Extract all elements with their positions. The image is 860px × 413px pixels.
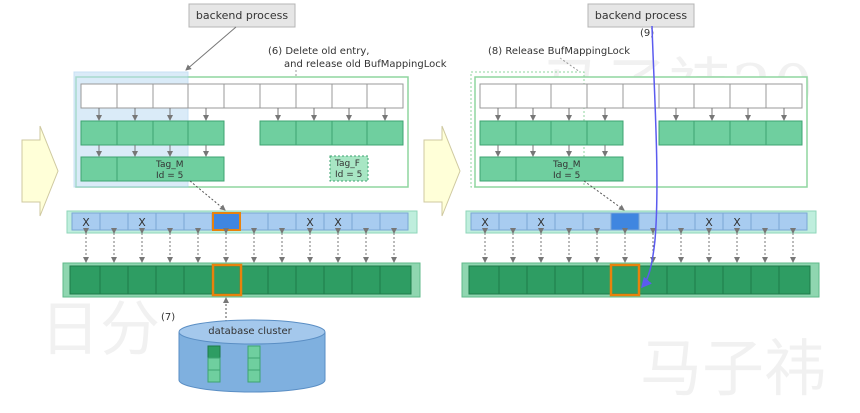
access-arrow-purple [641, 25, 658, 289]
selected-buffer-slot-left [211, 263, 243, 297]
hash-entries-row1-left [80, 120, 404, 146]
entry-arrows-left [96, 145, 209, 157]
backend-process-box-right [587, 3, 695, 28]
bucket-arrows-right [495, 108, 787, 121]
annotation-7: (7) [161, 312, 175, 323]
left-panel: backend process (6) Delete old entry, an… [21, 3, 447, 393]
descriptor-pool-links-left [83, 228, 397, 263]
tag-m-id-right: Id = 5 [553, 171, 580, 181]
backend-arrow-left [185, 26, 237, 71]
x-mark-left-1: X [82, 216, 90, 229]
yellow-arrow-right [423, 125, 461, 217]
x-mark-right-3: X [705, 216, 713, 229]
x-mark-right-4: X [733, 216, 741, 229]
hash-entries-row1-right [479, 120, 803, 146]
tag-f-id: Id = 5 [335, 170, 362, 180]
hash-buckets-right [479, 83, 803, 109]
selected-descriptor-right [610, 212, 640, 231]
deleted-entry-tag-f [329, 155, 369, 182]
entry-arrows-right [495, 145, 608, 157]
right-panel: backend process (9) (8) Release BufMappi… [423, 3, 820, 298]
x-mark-left-2: X [138, 216, 146, 229]
tag-m-id-left: Id = 5 [156, 171, 183, 181]
partition-outline-right [470, 71, 585, 188]
tag-m-label-right: Tag_M [552, 160, 581, 170]
x-mark-right-1: X [481, 216, 489, 229]
svg-text:马子祎: 马子祎 [640, 332, 826, 405]
x-mark-left-3: X [306, 216, 314, 229]
annotation-6-line1: (6) Delete old entry, [268, 46, 369, 57]
selected-descriptor-left [212, 212, 241, 231]
backend-process-box-left [188, 3, 296, 28]
database-cluster-label: database cluster [208, 326, 292, 337]
tag-m-label-left: Tag_M [155, 160, 184, 170]
entry-to-descriptor-right [583, 180, 625, 211]
backend-process-label-right: backend process [595, 9, 688, 22]
backend-process-label-left: backend process [196, 9, 289, 22]
svg-text:日分: 日分 [40, 295, 160, 365]
annotation-8: (8) Release BufMappingLock [488, 46, 630, 57]
x-mark-right-2: X [537, 216, 545, 229]
x-mark-left-4: X [334, 216, 342, 229]
hash-buckets-left [80, 83, 404, 109]
entry-to-descriptor-left [189, 180, 226, 211]
bucket-arrows-left [96, 108, 388, 121]
annotation-8-pointer [559, 57, 581, 73]
database-cluster [178, 319, 326, 393]
hash-entries-row2-right [479, 156, 624, 182]
tag-f-label: Tag_F [334, 159, 360, 169]
hash-entries-row2-left [80, 156, 225, 182]
annotation-9: (9) [640, 28, 654, 39]
annotation-6-line2: and release old BufMappingLock [284, 59, 447, 70]
selected-buffer-slot-right [609, 263, 641, 297]
descriptor-pool-links-right [482, 228, 796, 263]
yellow-arrow-left [21, 125, 59, 217]
